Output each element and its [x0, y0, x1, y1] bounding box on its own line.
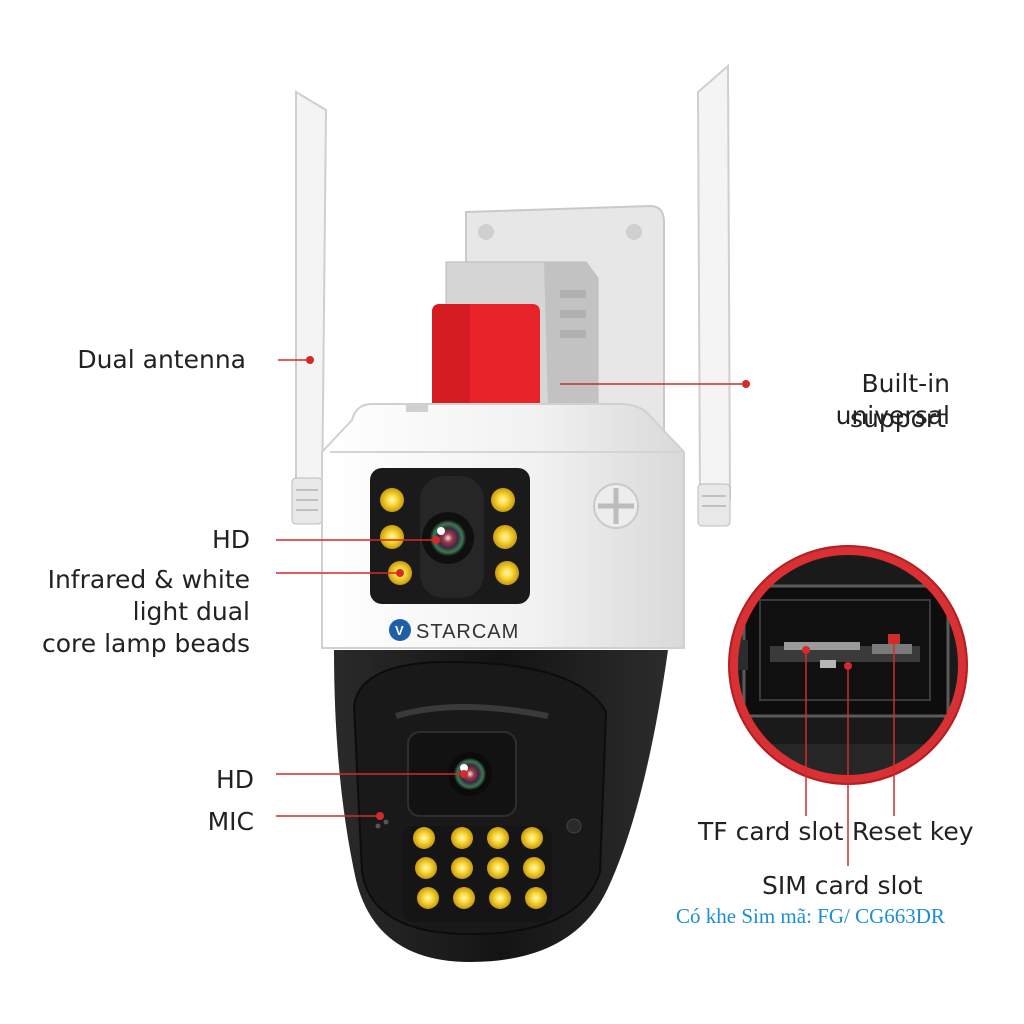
svg-text:STARCAM: STARCAM: [416, 621, 519, 643]
reset-key-label: Reset key: [852, 817, 974, 846]
svg-text:V: V: [395, 623, 404, 638]
dual-antenna-label: Dual antenna: [77, 345, 246, 374]
hd-bottom-label: HD: [215, 765, 254, 794]
lower-lamp-beads: [413, 827, 547, 909]
hd-top-label: HD: [211, 525, 250, 554]
infrared-label-line1: Infrared & white: [47, 565, 250, 594]
right-antenna: [696, 63, 732, 527]
sim-card-slot-label: SIM card slot: [762, 871, 923, 900]
builtin-support-label-line2: support: [850, 404, 946, 433]
left-antenna: [291, 90, 328, 525]
camera-lower-dome: [334, 650, 668, 962]
callout-lines: [276, 356, 898, 866]
tf-card-slot-label: TF card slot: [698, 817, 844, 846]
sim-model-note: Có khe Sim mã: FG/ CG663DR: [676, 904, 945, 928]
infrared-label-line2: light dual: [132, 597, 250, 626]
infrared-label-line3: core lamp beads: [42, 629, 250, 658]
starcam-logo: V STARCAM: [389, 619, 519, 643]
builtin-support-label-line1: Built-in universal: [835, 369, 950, 430]
card-slot-inset: [728, 545, 968, 785]
mic-label: MIC: [207, 807, 254, 836]
